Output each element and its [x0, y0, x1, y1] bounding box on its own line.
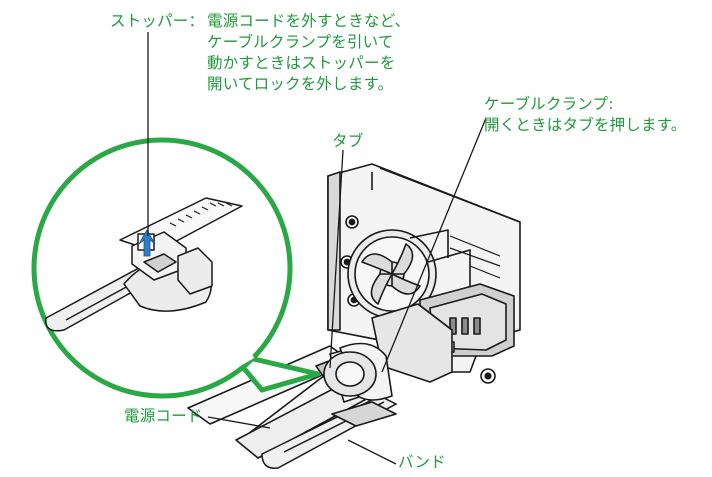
callout-wedge	[229, 351, 321, 393]
tab-label: タブ	[332, 131, 363, 152]
clamp-label: ケーブルクランプ: 開くときはタブを押します。	[484, 94, 687, 136]
fan	[347, 229, 437, 319]
stopper-description: 電源コードを外すときなど、 ケーブルクランプを引いて 動かすときはストッパーを …	[207, 11, 410, 95]
power-cord-label: 電源コード	[124, 406, 203, 427]
power-cord-label-text: 電源コード	[124, 407, 203, 425]
stopper-title: ストッパー：	[110, 12, 205, 30]
stopper-desc-line: 動かすときはストッパーを	[207, 54, 396, 72]
stopper-label: ストッパー：	[110, 11, 204, 32]
stopper-desc-line: 開いてロックを外します。	[207, 75, 394, 93]
open-stopper-arrow-icon	[138, 229, 156, 257]
band-label: バンド	[398, 452, 446, 473]
band-label-text: バンド	[398, 453, 446, 471]
stopper-desc-line: 電源コードを外すときなど、	[207, 12, 411, 30]
clamp-desc: 開くときはタブを押します。	[484, 116, 687, 134]
leader-lines	[147, 32, 487, 465]
stopper-desc-line: ケーブルクランプを引いて	[207, 33, 394, 51]
cable-clamp	[315, 342, 397, 427]
tab-label-text: タブ	[332, 132, 364, 150]
clamp-title: ケーブルクランプ:	[484, 95, 614, 113]
